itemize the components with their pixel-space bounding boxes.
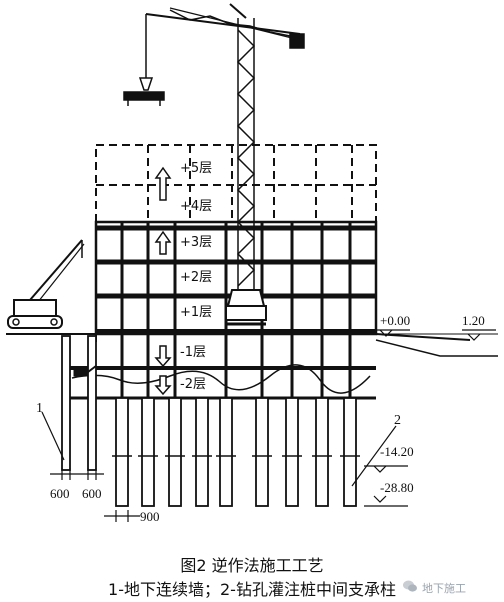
- direction-arrows: [154, 166, 172, 396]
- dim-wall-2: 600: [82, 486, 102, 501]
- floor-label-plus2: +2层: [180, 270, 212, 285]
- elevation-pile-bottom: -28.80: [380, 480, 414, 495]
- floor-label-plus4: +4层: [180, 199, 212, 214]
- floor-labels: +5层 +4层 +3层 +2层 +1层 -1层 -2层: [180, 161, 212, 392]
- callout-2: 2: [394, 413, 401, 428]
- dim-pile-diameter: 900: [140, 509, 160, 524]
- elevation-outside: 1.20: [462, 313, 485, 328]
- floor-label-minus2: -2层: [180, 377, 206, 392]
- diaphragm-walls: [61, 335, 97, 471]
- dim-wall-1: 600: [50, 486, 70, 501]
- watermark-text: 地下施工: [422, 582, 466, 595]
- ground-surface: [6, 333, 498, 357]
- reverse-construction-diagram: +5层 +4层 +3层 +2层 +1层 -1层 -2层 +0.00 1.20 -…: [6, 3, 498, 524]
- floor-label-plus3: +3层: [180, 235, 212, 250]
- figure-legend: 1-地下连续墙；2-钻孔灌注桩中间支承柱: [108, 580, 396, 599]
- floor-label-minus1: -1层: [180, 345, 206, 360]
- tower-crane: [123, 3, 305, 326]
- dimension-lines: [50, 468, 140, 522]
- floor-label-plus1: +1层: [180, 305, 212, 320]
- elevation-marks: [364, 329, 496, 507]
- future-floors-outline: [95, 144, 377, 223]
- crawler-crane: [7, 239, 85, 329]
- basement-excavator: [73, 365, 97, 377]
- floor-label-plus5: +5层: [180, 161, 212, 176]
- elevation-pile-mid: -14.20: [380, 444, 414, 459]
- elevation-ground: +0.00: [380, 313, 410, 328]
- bored-piles: [115, 397, 357, 507]
- callout-leaders: [41, 411, 397, 487]
- figure-title: 图2 逆作法施工工艺: [180, 556, 324, 575]
- callout-1: 1: [36, 401, 43, 416]
- superstructure-frame: [94, 220, 378, 336]
- basement-structure: [62, 334, 376, 400]
- wechat-icon: [403, 580, 417, 592]
